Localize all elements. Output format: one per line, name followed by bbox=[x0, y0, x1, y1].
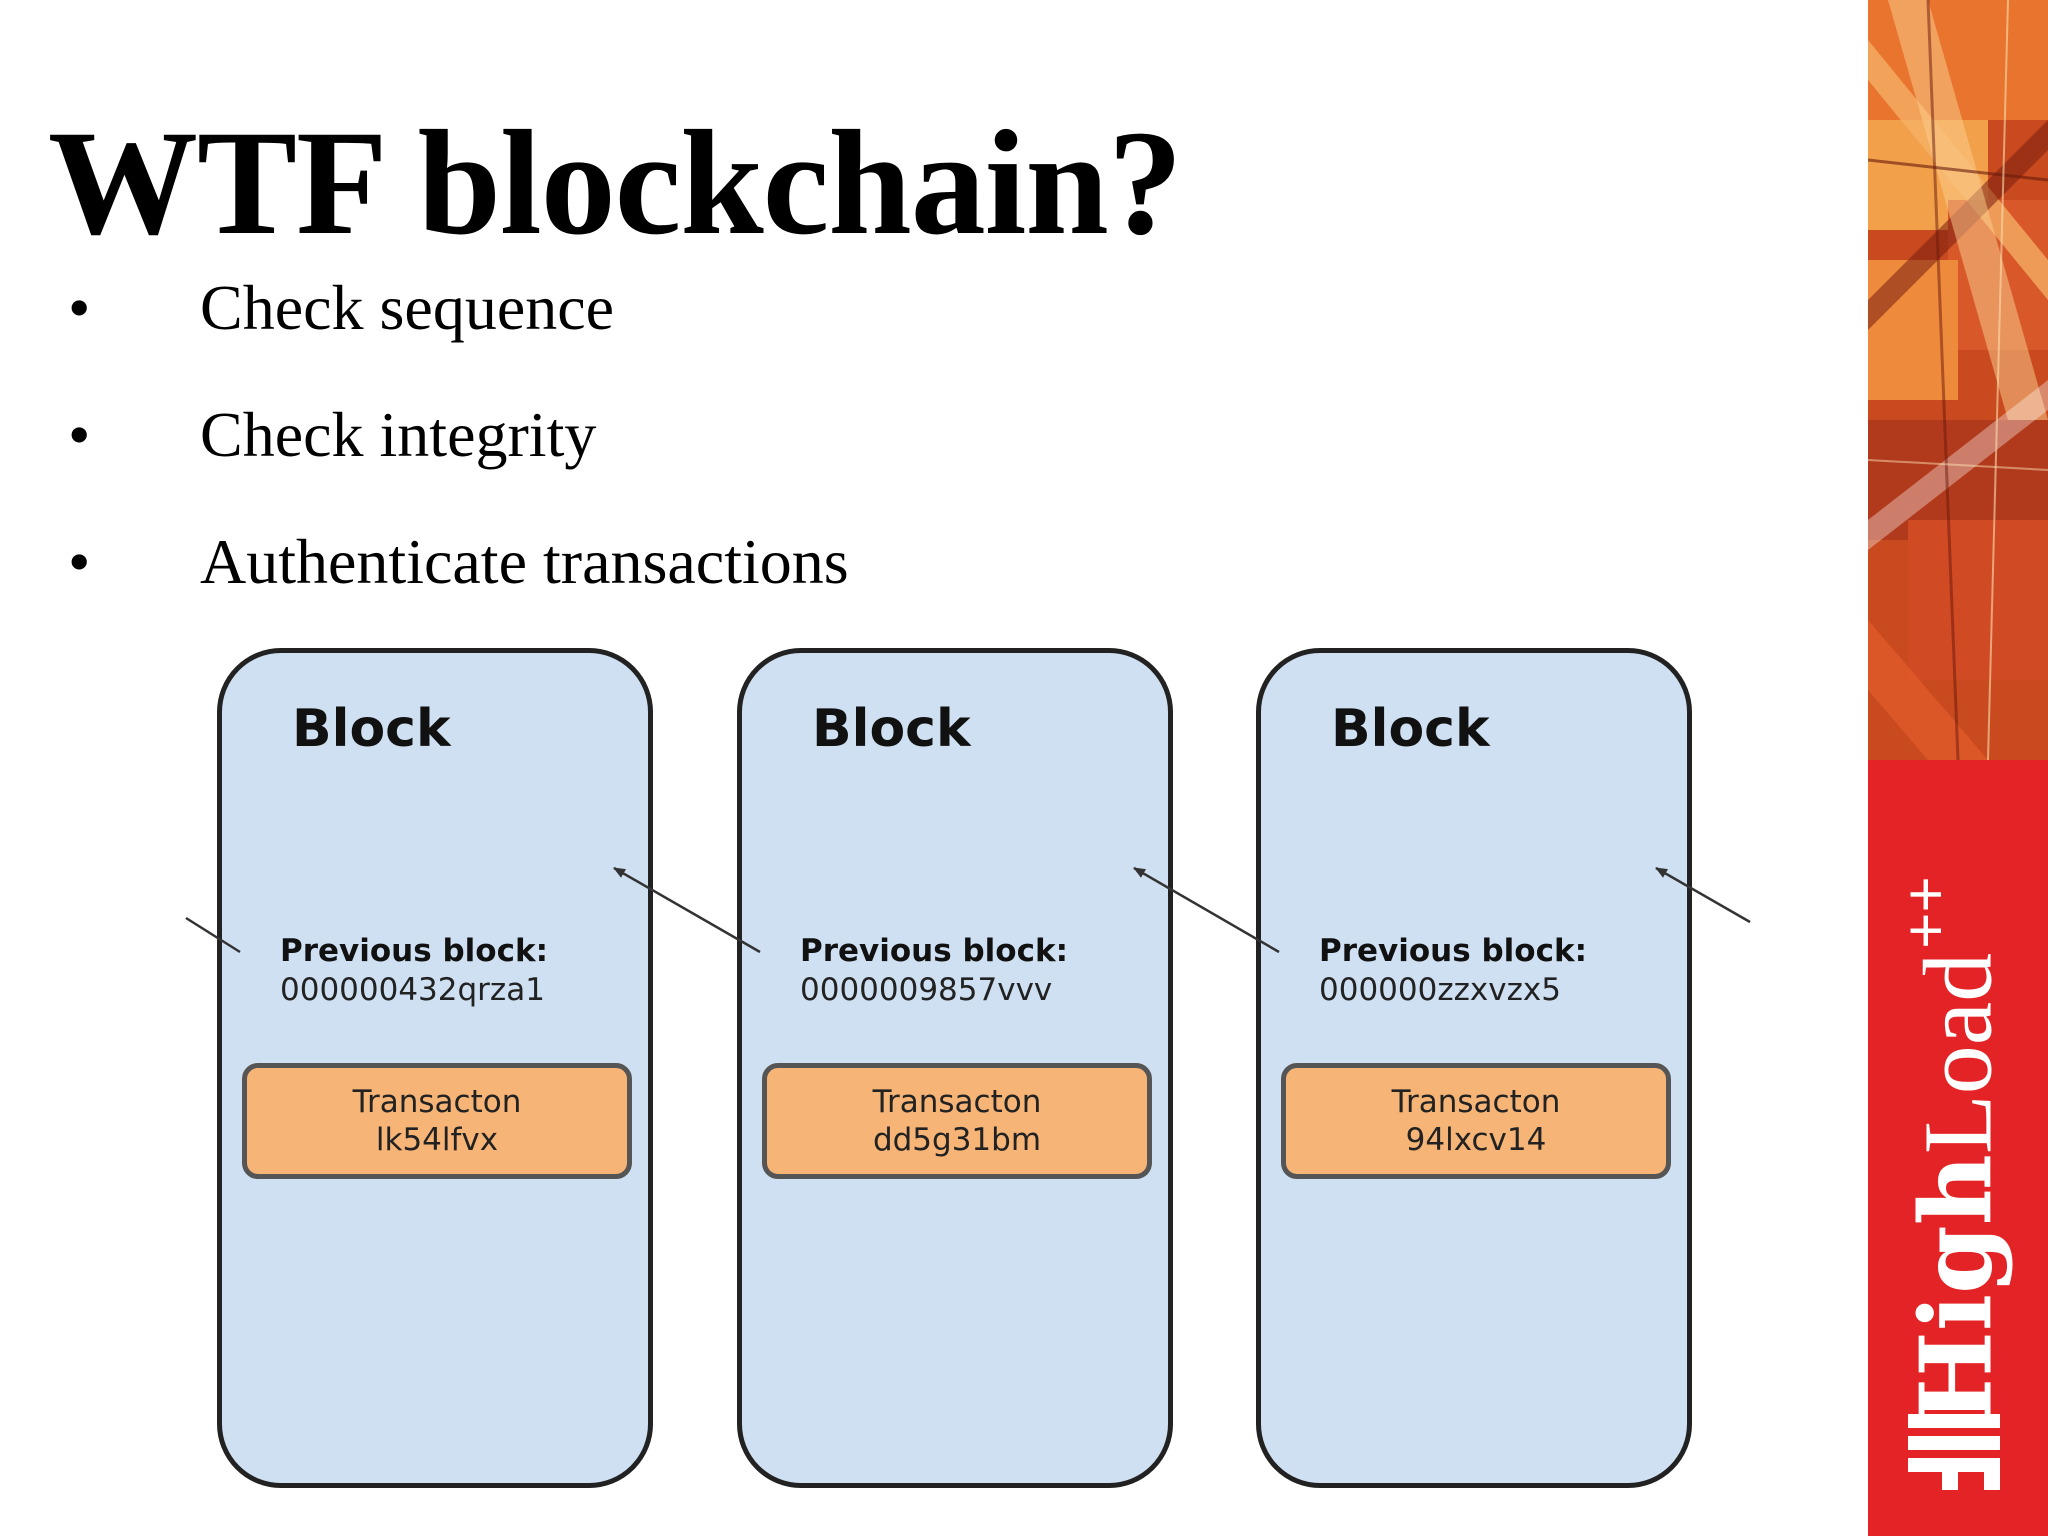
previous-block-label: Previous block: bbox=[280, 933, 548, 969]
brand-logo-icon bbox=[1908, 1414, 2000, 1490]
block-title: Block bbox=[292, 699, 451, 759]
blockchain-diagram: Block Previous block: 000000432qrza1 Tra… bbox=[170, 640, 1770, 1520]
block-3: Block Previous block: 000000zzxvzx5 Tran… bbox=[1256, 648, 1692, 1488]
brand-wordmark-light: Load bbox=[1904, 952, 2013, 1155]
brand-wordmark: HighLoad++ bbox=[1892, 876, 2015, 1423]
bullet-list: • Check sequence • Check integrity • Aut… bbox=[60, 268, 1760, 649]
previous-block-label: Previous block: bbox=[800, 933, 1068, 969]
block-1: Block Previous block: 000000432qrza1 Tra… bbox=[217, 648, 653, 1488]
transaction-label: Transacton bbox=[872, 1084, 1042, 1120]
bullet-marker: • bbox=[68, 526, 91, 597]
transaction-label: Transacton bbox=[352, 1084, 522, 1120]
brand-wordmark-bold: High bbox=[1899, 1154, 2015, 1424]
bullet-text: Authenticate transactions bbox=[200, 526, 849, 597]
transaction-box: Transacton 94lxcv14 bbox=[1281, 1063, 1671, 1179]
brand-wordmark-sup: ++ bbox=[1891, 876, 1961, 949]
block-title: Block bbox=[812, 699, 971, 759]
previous-block-hash: 000000zzxvzx5 bbox=[1319, 972, 1561, 1008]
slide-title: WTF blockchain? bbox=[48, 100, 1183, 266]
previous-block-hash: 0000009857vvv bbox=[800, 972, 1053, 1008]
transaction-label: Transacton bbox=[1391, 1084, 1561, 1120]
transaction-id: 94lxcv14 bbox=[1405, 1122, 1547, 1158]
bullet-marker: • bbox=[68, 272, 91, 343]
previous-block-label: Previous block: bbox=[1319, 933, 1587, 969]
bullet-marker: • bbox=[68, 399, 91, 470]
brand-sidebar: HighLoad++ bbox=[1868, 0, 2048, 1536]
bullet-item: • Check integrity bbox=[60, 395, 1760, 522]
transaction-id: dd5g31bm bbox=[872, 1122, 1042, 1158]
transaction-box: Transacton dd5g31bm bbox=[762, 1063, 1152, 1179]
bullet-text: Check sequence bbox=[200, 272, 615, 343]
bullet-item: • Authenticate transactions bbox=[60, 522, 1760, 649]
transaction-box: Transacton lk54lfvx bbox=[242, 1063, 632, 1179]
bullet-text: Check integrity bbox=[200, 399, 597, 470]
transaction-id: lk54lfvx bbox=[375, 1122, 499, 1158]
brand-red-panel bbox=[1868, 760, 2048, 1536]
brand-decorative-pattern bbox=[1868, 0, 2048, 760]
block-title: Block bbox=[1331, 699, 1490, 759]
block-2: Block Previous block: 0000009857vvv Tran… bbox=[737, 648, 1173, 1488]
bullet-item: • Check sequence bbox=[60, 268, 1760, 395]
previous-block-hash: 000000432qrza1 bbox=[280, 972, 545, 1008]
